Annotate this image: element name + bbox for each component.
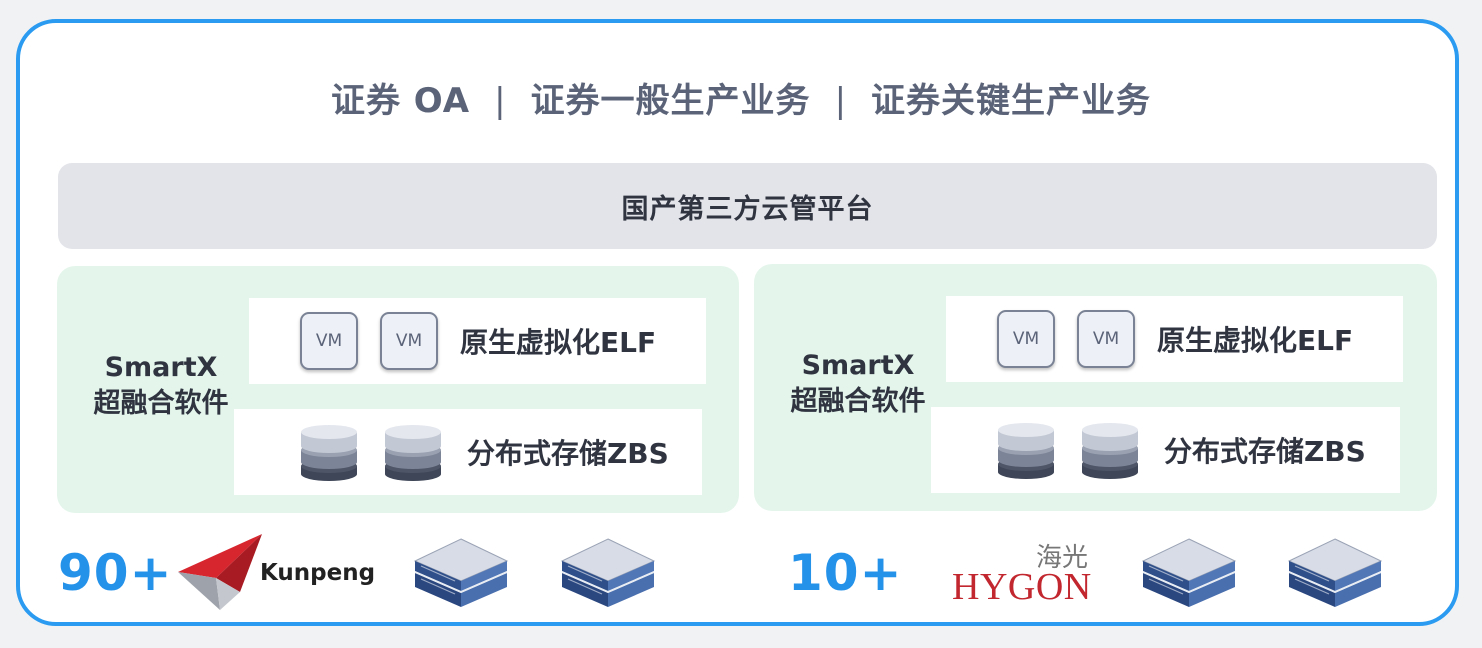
disk-stack-icon <box>1080 420 1140 480</box>
kunpeng-logo-icon <box>178 534 262 610</box>
header-item-general: 证券一般生产业务 <box>530 81 811 121</box>
cloud-management-platform: 国产第三方云管平台 <box>58 163 1437 249</box>
server-icon <box>413 537 509 609</box>
disk-stack-icon <box>383 422 443 482</box>
compute-layer: VM VM 原生虚拟化ELF <box>249 298 706 384</box>
vm-icon: VM <box>300 312 358 370</box>
cluster-software-label: SmartX 超融合软件 <box>773 348 943 420</box>
header-item-oa: 证券 OA <box>330 81 471 121</box>
node-count: 90+ <box>58 544 173 602</box>
node-count: 10+ <box>788 544 903 602</box>
header-separator: | <box>834 81 848 121</box>
header-item-critical: 证券关键生产业务 <box>871 81 1152 121</box>
vm-icon: VM <box>1077 310 1135 368</box>
kunpeng-brand: Kunpeng <box>260 560 376 586</box>
business-header: 证券 OA | 证券一般生产业务 | 证券关键生产业务 <box>0 73 1482 122</box>
compute-layer: VM VM 原生虚拟化ELF <box>946 296 1403 382</box>
software-name: SmartX <box>104 352 218 383</box>
disk-stack-icon <box>299 422 359 482</box>
server-icon <box>1287 537 1383 609</box>
software-type: 超融合软件 <box>790 386 926 417</box>
software-type: 超融合软件 <box>93 388 229 419</box>
storage-label: 分布式存储ZBS <box>1164 435 1366 468</box>
software-name: SmartX <box>801 350 915 381</box>
vm-icon: VM <box>380 312 438 370</box>
header-separator: | <box>494 81 507 121</box>
cluster-software-label: SmartX 超融合软件 <box>76 350 246 422</box>
storage-label: 分布式存储ZBS <box>467 437 669 470</box>
cloud-platform-label: 国产第三方云管平台 <box>621 193 874 225</box>
disk-stack-icon <box>996 420 1056 480</box>
compute-label: 原生虚拟化ELF <box>460 326 657 359</box>
vm-icon: VM <box>997 310 1055 368</box>
hygon-brand-cn: 海光 <box>1036 543 1089 573</box>
server-icon <box>560 537 656 609</box>
server-icon <box>1141 537 1237 609</box>
compute-label: 原生虚拟化ELF <box>1157 324 1354 357</box>
hygon-brand: HYGON <box>952 566 1092 608</box>
storage-layer: 分布式存储ZBS <box>234 409 702 495</box>
storage-layer: 分布式存储ZBS <box>931 407 1400 493</box>
